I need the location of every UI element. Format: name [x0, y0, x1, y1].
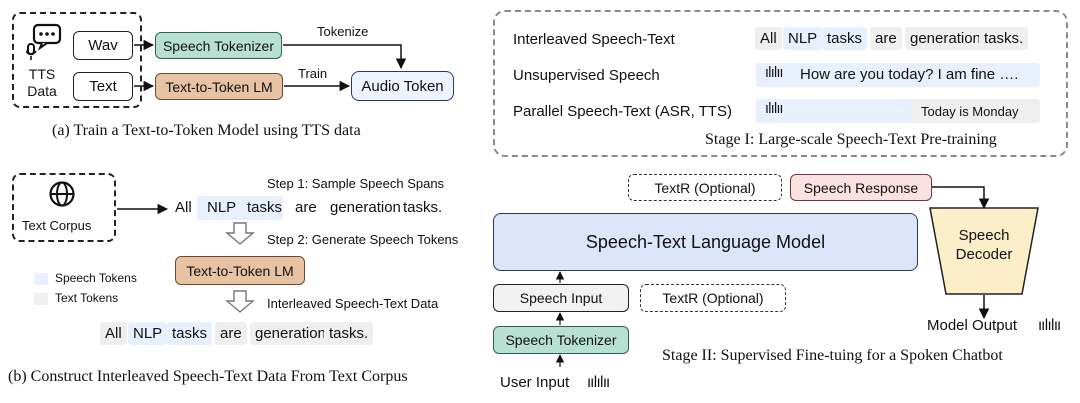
text-to-token-lm-box-b: Text-to-Token LM	[175, 256, 305, 285]
globe-icon	[48, 180, 76, 208]
tts-data-label: TTS Data	[27, 66, 57, 99]
user-input-label: User Input	[500, 374, 570, 391]
speech-tokenizer-box: Speech Tokenizer	[155, 32, 282, 59]
token: are	[870, 27, 902, 50]
textr-top-box: TextR (Optional)	[628, 174, 782, 201]
token: tasks.	[324, 322, 374, 345]
stage1-row1-tokens: All NLP tasks are generation tasks.	[755, 25, 1045, 53]
chat-mic-icon	[26, 22, 66, 62]
caption-b: (b) Construct Interleaved Speech-Text Da…	[8, 368, 408, 385]
stage1-row2-label: Unsupervised Speech	[513, 67, 660, 84]
token: tasks.	[979, 27, 1029, 50]
interleaved-label: Interleaved Speech-Text Data	[267, 296, 439, 311]
stage1-row1-label: Interleaved Speech-Text	[513, 31, 675, 48]
wav-box: Wav	[73, 31, 133, 60]
waveform-icon: ılılıı	[765, 101, 783, 117]
waveform-icon: ıılılıı	[1038, 316, 1061, 334]
token: NLP	[207, 199, 237, 216]
stage1-group	[493, 10, 1068, 157]
sentence-top: All NLP tasks are generation tasks.	[170, 193, 450, 223]
arrow-response-decoder	[932, 186, 990, 210]
textr-bottom-box: TextR (Optional)	[640, 284, 786, 312]
sentence-bottom: All NLP tasks are generation tasks.	[100, 320, 385, 348]
token: generation	[250, 322, 331, 345]
audio-token-box: Audio Token	[351, 71, 454, 101]
tts-data-group	[12, 12, 142, 108]
waveform-icon: ıılılıı	[587, 373, 610, 391]
step2-label: Step 2: Generate Speech Tokens	[267, 232, 459, 247]
stage1-row2-bar	[756, 63, 1040, 87]
text-corpus-label: Text Corpus	[22, 218, 92, 233]
speech-text-lm-box: Speech-Text Language Model	[493, 213, 918, 271]
caption-a: (a) Train a Text-to-Token Model using TT…	[52, 122, 361, 139]
stage1-row3-content: Today is Monday	[921, 104, 1019, 119]
train-label: Train	[298, 66, 328, 81]
token: All	[100, 322, 127, 345]
speech-response-box: Speech Response	[790, 174, 932, 201]
waveform-icon: ılılıı	[765, 65, 783, 81]
stage1-row3-speech	[756, 99, 911, 123]
token: NLP	[128, 322, 168, 345]
token: NLP	[783, 27, 823, 50]
legend-speech-label: Speech Tokens	[55, 271, 137, 285]
stage1-caption: Stage I: Large-scale Speech-Text Pre-tra…	[705, 131, 997, 148]
token: All	[755, 27, 782, 50]
step1-label: Step 1: Sample Speech Spans	[267, 176, 445, 191]
token: tasks	[167, 322, 213, 345]
token: generation	[330, 199, 401, 216]
speech-decoder-shape	[929, 207, 1039, 295]
stage1-row2-content: How are you today? I am fine ….	[800, 66, 1019, 83]
legend-text-swatch	[34, 293, 48, 305]
speech-input-box: Speech Input	[493, 284, 629, 312]
token: tasks	[822, 27, 868, 50]
speech-tokenizer-box-2: Speech Tokenizer	[493, 326, 629, 354]
stage1-row3-label: Parallel Speech-Text (ASR, TTS)	[513, 103, 732, 120]
legend-speech-swatch	[34, 273, 48, 285]
arrow-tokenize	[283, 44, 407, 70]
model-output-label: Model Output	[927, 317, 1018, 334]
down-arrow-icon	[225, 222, 255, 245]
stage2-caption: Stage II: Supervised Fine-tuing for a Sp…	[662, 347, 1003, 364]
token: generation	[905, 27, 986, 50]
speech-span	[197, 196, 283, 220]
token: are	[215, 322, 247, 345]
down-arrow-icon	[225, 290, 255, 313]
token: tasks	[247, 199, 283, 216]
text-box: Text	[73, 72, 133, 101]
text-to-token-lm-box: Text-to-Token LM	[155, 73, 283, 100]
speech-decoder-label: Speech Decoder	[955, 227, 1013, 263]
tokenize-label: Tokenize	[317, 24, 369, 39]
text-corpus-group	[12, 173, 116, 242]
legend-text-label: Text Tokens	[55, 291, 119, 305]
token: tasks.	[403, 199, 443, 216]
token: are	[295, 199, 317, 216]
token: All	[175, 199, 192, 216]
